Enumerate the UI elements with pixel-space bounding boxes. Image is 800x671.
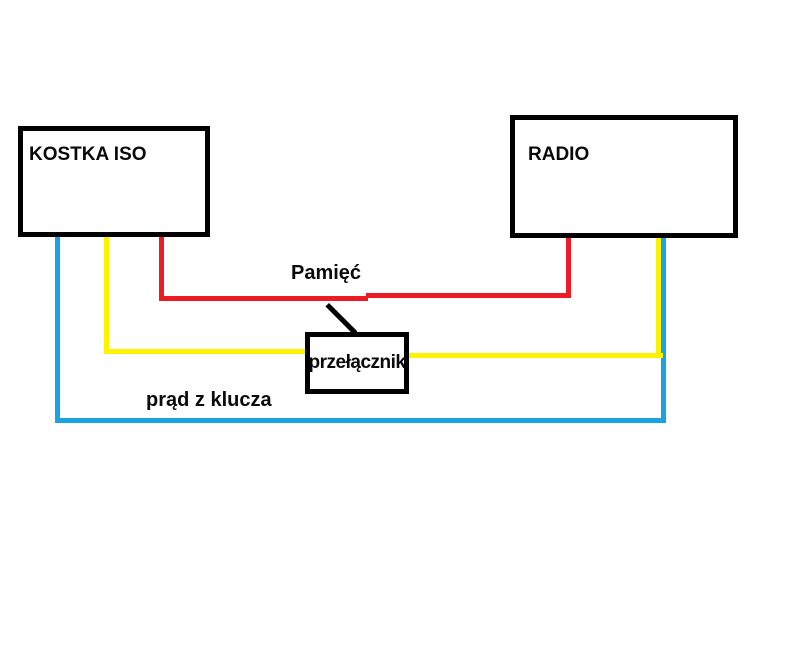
key-power-wire-segment-bottom-horizontal [55,418,666,423]
switch-wire-segment-right-horizontal [407,353,663,358]
key-power-wire-label: prąd z klucza [146,389,272,411]
key-power-wire-segment-right-vertical [661,238,666,423]
switch-wire-segment-left-vertical [104,237,109,354]
memory-wire-label: Pamięć [291,262,362,284]
przelacznik-label: przełącznik [308,352,406,373]
key-power-wire-segment-left-vertical [55,223,60,420]
radio-label: RADIO [528,144,590,165]
memory-wire-segment-horizontal-left [159,296,368,301]
kostka-iso-label: KOSTKA ISO [29,144,147,165]
memory-wire-segment-right-vertical [566,238,571,298]
przelacznik-box: przełącznik [305,332,409,394]
switch-wire-segment-left-horizontal [104,349,307,354]
memory-wire-segment-left-vertical [159,237,164,301]
memory-wire-segment-horizontal-right [366,293,571,298]
radio-box: RADIO [510,115,738,238]
switch-lever-line [325,303,358,335]
kostka-iso-box: KOSTKA ISO [18,126,210,237]
switch-wire-segment-right-vertical [656,238,661,358]
